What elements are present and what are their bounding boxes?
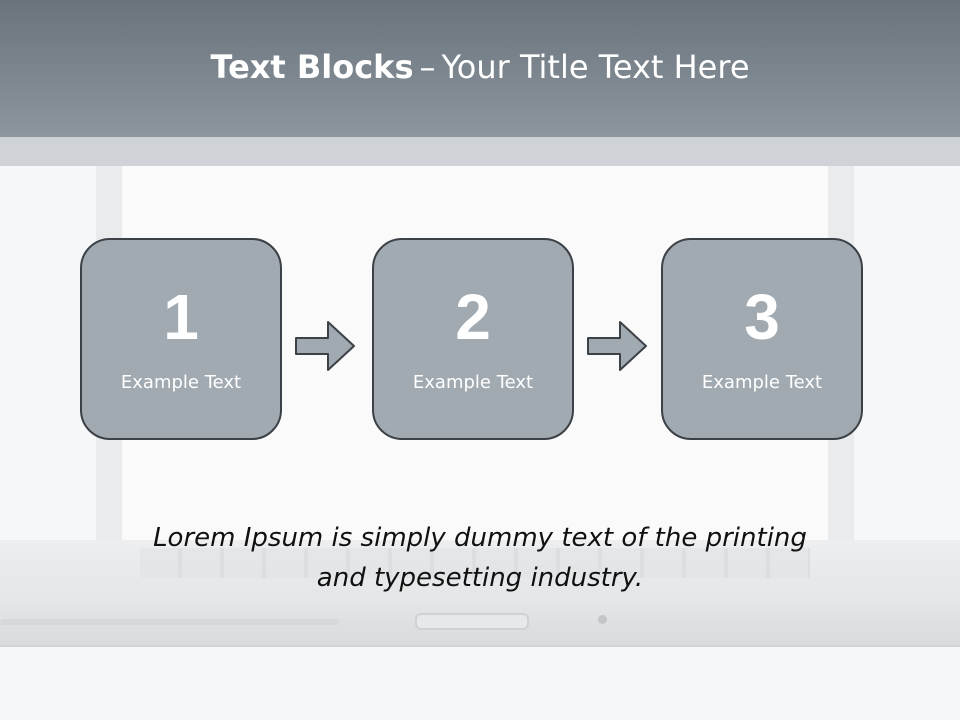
caption-line-2: and typesetting industry. — [316, 563, 644, 593]
step-label: Example Text — [412, 372, 534, 393]
laptop-indicator-light — [598, 615, 607, 624]
title-text: Your Title Text Here — [441, 47, 750, 86]
arrow-right-icon — [587, 321, 647, 371]
laptop-keyboard — [140, 548, 810, 578]
title-separator: – — [419, 47, 436, 86]
caption-text: Lorem Ipsum is simply dummy text of the … — [100, 518, 860, 598]
step-box-1: 1 Example Text — [80, 238, 282, 440]
step-number: 1 — [163, 281, 199, 353]
caption-line-1: Lorem Ipsum is simply dummy text of the … — [153, 523, 807, 553]
step-label: Example Text — [120, 372, 242, 393]
slide-title: Text Blocks–Your Title Text Here — [210, 48, 749, 86]
arrow-right-icon — [295, 321, 355, 371]
step-box-3: 3 Example Text — [661, 238, 863, 440]
step-box-2: 2 Example Text — [372, 238, 574, 440]
laptop-slot — [0, 619, 340, 625]
laptop-latch — [415, 613, 529, 630]
header-band — [0, 137, 960, 166]
step-label: Example Text — [701, 372, 823, 393]
step-number: 3 — [744, 281, 780, 353]
step-number: 2 — [455, 281, 491, 353]
title-bold-part: Text Blocks — [210, 47, 414, 86]
slide-header: Text Blocks–Your Title Text Here — [0, 0, 960, 137]
